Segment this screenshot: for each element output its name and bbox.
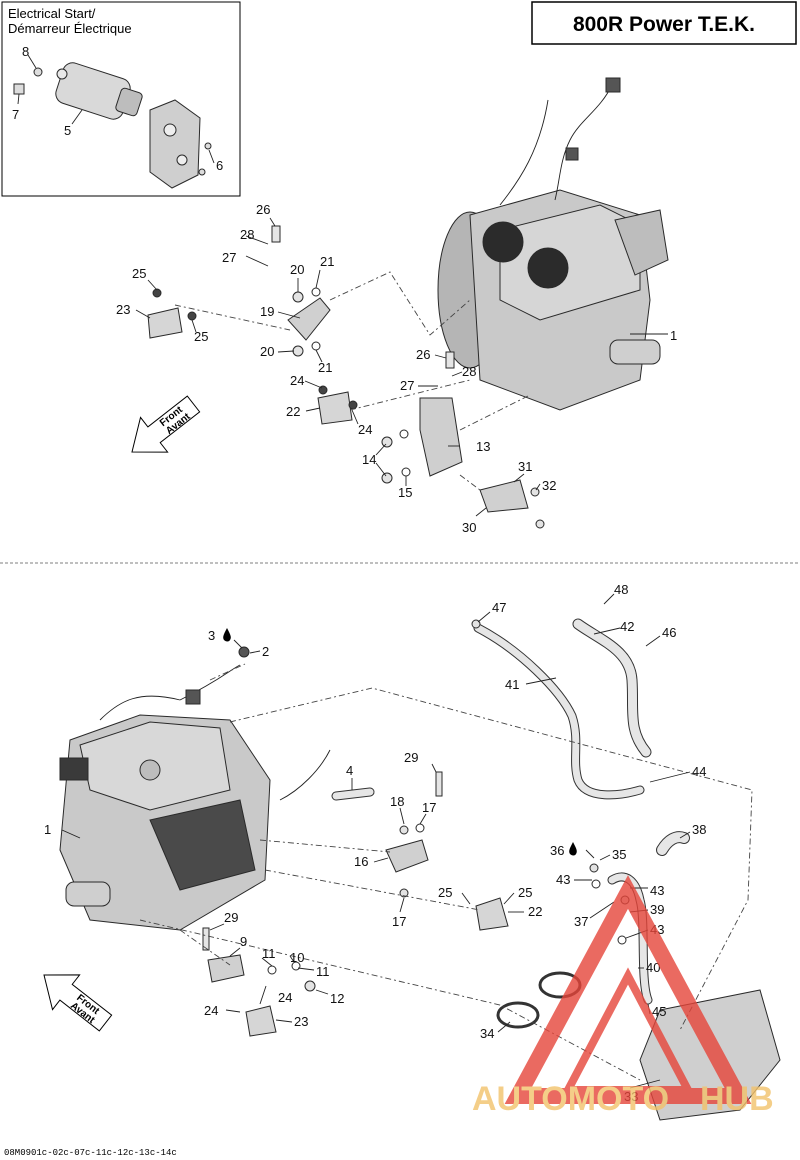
starter-motor-drawing	[55, 62, 201, 189]
callout: 40	[646, 960, 660, 975]
callout: 25	[194, 329, 208, 344]
callout: 5	[64, 123, 71, 138]
callout: 20	[260, 344, 274, 359]
callout: 43	[650, 883, 664, 898]
lower-callouts: 47 48 42 46 3 2 41 29 4 44 18 17 1 16 36…	[44, 582, 706, 1104]
callout: 21	[318, 360, 332, 375]
callout: 44	[692, 764, 706, 779]
callout: 42	[620, 619, 634, 634]
callout: 22	[286, 404, 300, 419]
callout: 31	[518, 459, 532, 474]
callout: 24	[290, 373, 304, 388]
callout: 24	[204, 1003, 218, 1018]
oil-drop-icon	[223, 628, 231, 642]
electrical-start-inset: Electrical Start/ Démarreur Électrique 8…	[1, 1, 241, 197]
callout: 41	[505, 677, 519, 692]
lower-hardware	[202, 619, 781, 1121]
callout: 29	[404, 750, 418, 765]
title-box: 800R Power T.E.K.	[531, 1, 797, 45]
callout: 35	[612, 847, 626, 862]
callout: 48	[614, 582, 628, 597]
callout: 28	[462, 364, 476, 379]
callout: 25	[438, 885, 452, 900]
callout: 3	[208, 628, 215, 643]
bolt-icon	[204, 142, 212, 150]
callout: 11	[262, 946, 276, 961]
callout: 1	[670, 328, 677, 343]
callout: 47	[492, 600, 506, 615]
callout: 43	[556, 872, 570, 887]
front-arrow-lower: Front Avant	[43, 974, 113, 1032]
inset-label-line1: Electrical Start/	[8, 6, 96, 21]
callout: 26	[256, 202, 270, 217]
callout: 25	[132, 266, 146, 281]
diagram-code: 08M0901c-02c-07c-11c-12c-13c-14c	[4, 1148, 177, 1158]
callout: 4	[346, 763, 353, 778]
callout: 23	[116, 302, 130, 317]
callout: 46	[662, 625, 676, 640]
callout: 23	[294, 1014, 308, 1029]
callout: 29	[224, 910, 238, 925]
upper-callouts: 26 28 27 25 20 21 23 19 25 20 21 1 26 27…	[116, 202, 677, 535]
callout: 19	[260, 304, 274, 319]
callout: 11	[316, 964, 330, 979]
callout: 38	[692, 822, 706, 837]
inset-label-line2: Démarreur Électrique	[8, 21, 132, 36]
callout: 24	[358, 422, 372, 437]
callout: 39	[650, 902, 664, 917]
lower-engine-drawing	[59, 664, 331, 931]
callout: 10	[290, 950, 304, 965]
callout: 17	[392, 914, 406, 929]
callout: 7	[12, 107, 19, 122]
callout: 45	[652, 1004, 666, 1019]
callout: 16	[354, 854, 368, 869]
watermark-logo: AUTOMOTO HUB	[472, 875, 774, 1118]
lower-hoses	[331, 618, 690, 1005]
callout: 17	[422, 800, 436, 815]
callout: 36	[550, 843, 564, 858]
callout: 18	[390, 794, 404, 809]
bolt-icon	[13, 83, 25, 95]
watermark-text-right: HUB	[700, 1080, 774, 1118]
callout: 32	[542, 478, 556, 493]
washer-icon	[33, 67, 43, 77]
callout: 34	[480, 1026, 494, 1041]
callout: 20	[290, 262, 304, 277]
callout: 15	[398, 485, 412, 500]
diagram-title: 800R Power T.E.K.	[573, 13, 755, 36]
callout: 26	[416, 347, 430, 362]
watermark-inner-triangle-icon	[561, 967, 695, 1094]
callout: 30	[462, 520, 476, 535]
callout: 1	[44, 822, 51, 837]
bolt-icon	[198, 168, 206, 176]
upper-hardware	[147, 225, 545, 529]
callout: 28	[240, 227, 254, 242]
oil-drop-icon	[569, 842, 577, 856]
callout: 14	[362, 452, 376, 467]
callout: 8	[22, 44, 29, 59]
watermark-triangle-icon	[504, 875, 752, 1104]
lower-leaders	[61, 593, 691, 1089]
callout: 12	[330, 991, 344, 1006]
callout: 25	[518, 885, 532, 900]
callout: 2	[262, 644, 269, 659]
callout: 21	[320, 254, 334, 269]
callout: 13	[476, 439, 490, 454]
callout: 6	[216, 158, 223, 173]
callout: 27	[222, 250, 236, 265]
callout: 22	[528, 904, 542, 919]
callout: 24	[278, 990, 292, 1005]
upper-engine-drawing	[437, 77, 669, 411]
callout: 9	[240, 934, 247, 949]
upper-leaders	[135, 217, 668, 517]
callout: 27	[400, 378, 414, 393]
front-arrow-upper: Front Avant	[131, 395, 201, 453]
watermark-text-left: AUTOMOTO	[472, 1080, 669, 1118]
callout: 37	[574, 914, 588, 929]
